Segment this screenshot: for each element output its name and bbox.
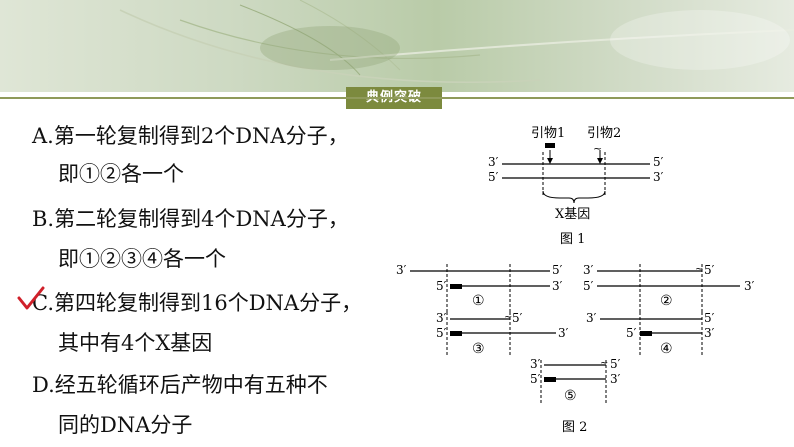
option-b-line2: 即①②③④各一个 [58, 247, 226, 271]
figure2-caption: 图 2 [562, 420, 587, 435]
svg-text:~: ~ [504, 312, 512, 323]
svg-text:5′: 5′ [512, 311, 523, 325]
svg-text:3′: 3′ [558, 326, 569, 340]
svg-text:3′: 3′ [583, 263, 594, 277]
svg-text:3′: 3′ [610, 372, 621, 386]
svg-text:~: ~ [695, 264, 703, 275]
svg-text:5′: 5′ [704, 263, 715, 277]
primer2-label: 引物2 [587, 126, 621, 141]
primer1-mark [545, 143, 555, 148]
gene-brace [542, 190, 606, 204]
header-divider [0, 97, 794, 99]
svg-text:5′: 5′ [436, 279, 447, 293]
svg-text:5′: 5′ [704, 311, 715, 325]
molecule-2-label: ② [660, 293, 673, 309]
option-b-line1: B.第二轮复制得到4个DNA分子， [32, 207, 349, 231]
header-banner [0, 0, 794, 92]
svg-text:3′: 3′ [704, 326, 715, 340]
molecule-2: 3′ ~ 5′ 5′ 3′ ② [583, 263, 755, 312]
figure1-caption: 图 1 [560, 232, 585, 247]
primer1-label: 引物1 [531, 126, 565, 141]
primer2-mark: ~ [593, 142, 602, 155]
f1-top-right-end: 5′ [653, 155, 664, 169]
option-a-line1: A.第一轮复制得到2个DNA分子， [32, 124, 349, 148]
molecule-1-label: ① [472, 293, 485, 309]
svg-text:3′: 3′ [530, 357, 541, 371]
svg-text:5′: 5′ [436, 326, 447, 340]
grass-decoration-icon [119, 0, 794, 84]
molecule-4-label: ④ [660, 341, 673, 357]
f1-bottom-left-end: 5′ [488, 170, 499, 184]
molecule-1: 3′ 5′ 5′ 3′ ① [396, 263, 563, 312]
svg-text:~: ~ [600, 358, 608, 369]
svg-text:3′: 3′ [552, 279, 563, 293]
svg-text:3′: 3′ [586, 311, 597, 325]
molecule-5-label: ⑤ [564, 388, 577, 404]
gene-label: X基因 [555, 207, 590, 222]
option-c-line2: 其中有4个X基因 [58, 331, 213, 355]
svg-text:3′: 3′ [396, 263, 407, 277]
checkmark-icon [17, 286, 45, 310]
molecule-4: 3′ 5′ 5′ 3′ ④ [586, 311, 715, 357]
svg-text:5′: 5′ [610, 357, 621, 371]
svg-text:5′: 5′ [626, 326, 637, 340]
f1-top-left-end: 3′ [488, 155, 499, 169]
option-a-line2: 即①②各一个 [58, 162, 184, 186]
option-d-line2: 同的DNA分子 [58, 413, 193, 437]
option-d-line1: D.经五轮循环后产物中有五种不 [32, 373, 328, 397]
molecule-3: 3′ ~ 5′ 5′ 3′ ③ [436, 311, 569, 357]
f1-bottom-right-end: 3′ [653, 170, 664, 184]
figure1: 引物1 引物2 ~ 3′ 5′ 5′ 3′ X基因 图 1 [488, 126, 664, 247]
svg-text:5′: 5′ [583, 279, 594, 293]
molecule-5: 3′ ~ 5′ 5′ 3′ ⑤ [530, 357, 621, 405]
svg-text:3′: 3′ [436, 311, 447, 325]
svg-text:3′: 3′ [744, 279, 755, 293]
svg-text:5′: 5′ [552, 263, 563, 277]
option-c-line1: C.第四轮复制得到16个DNA分子， [32, 291, 363, 315]
svg-text:5′: 5′ [530, 372, 541, 386]
molecule-3-label: ③ [472, 341, 485, 357]
dna-figure: 引物1 引物2 ~ 3′ 5′ 5′ 3′ X基因 图 1 3′ 5′ 5′ 3… [396, 126, 755, 435]
